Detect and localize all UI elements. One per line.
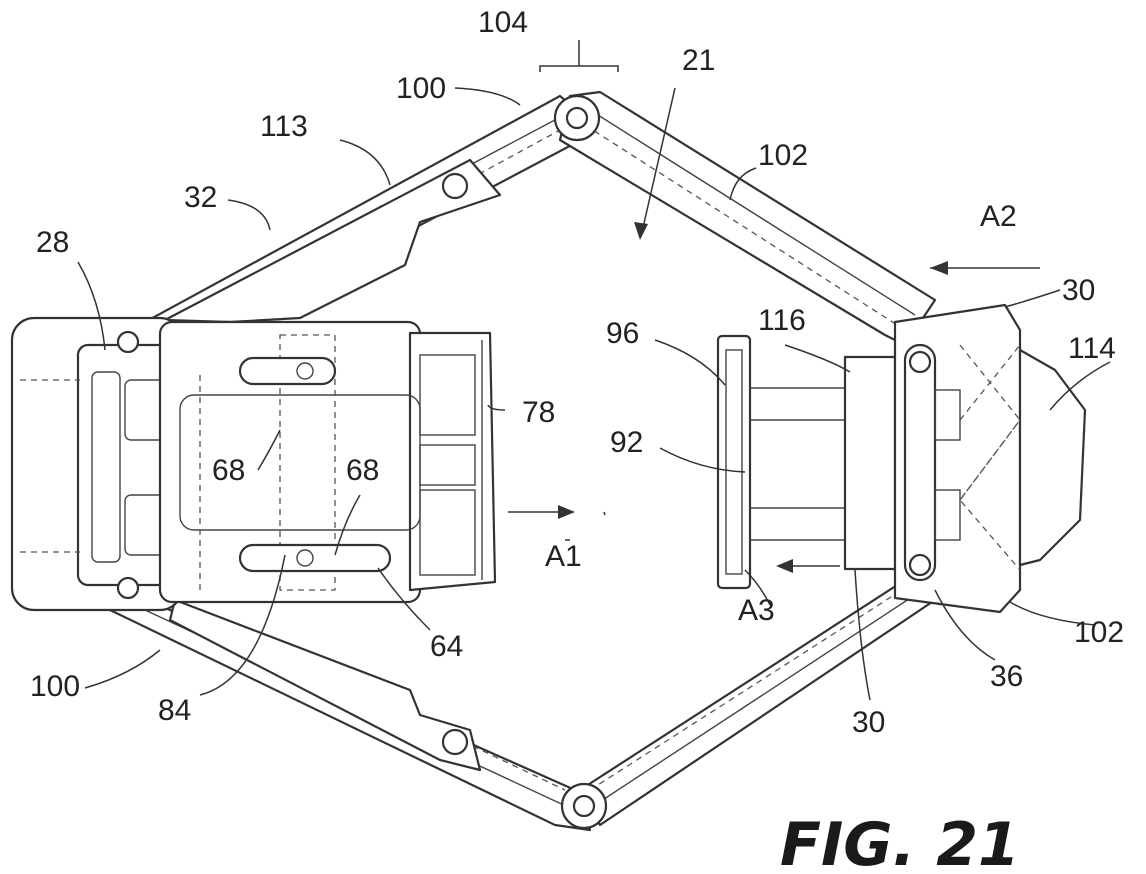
upper-left-link-arm: [125, 96, 600, 360]
label-68-right: 68: [346, 454, 379, 487]
label-114: 114: [1068, 332, 1116, 365]
upper-right-link-arm: [560, 92, 935, 345]
pad-plate: [718, 336, 850, 588]
label-92: 92: [610, 426, 643, 459]
label-113: 113: [260, 110, 308, 143]
label-102-bottom: 102: [1074, 616, 1124, 649]
label-64: 64: [430, 630, 463, 663]
label-84: 84: [158, 694, 191, 727]
label-104: 104: [478, 6, 528, 39]
label-32: 32: [184, 181, 217, 214]
label-100-top: 100: [396, 72, 446, 105]
label-100-bottom: 100: [30, 670, 80, 703]
label-28: 28: [36, 226, 69, 259]
label-102-top: 102: [758, 139, 808, 172]
label-36: 36: [990, 660, 1023, 693]
label-A1: A1: [545, 540, 582, 573]
label-21: 21: [682, 44, 715, 77]
label-96: 96: [606, 317, 639, 350]
right-housing: [845, 305, 1085, 612]
label-A3: A3: [738, 594, 775, 627]
label-116: 116: [758, 304, 806, 337]
left-clamp-body: [160, 322, 495, 602]
pivot-pins: [555, 96, 606, 828]
label-A2: A2: [980, 200, 1017, 233]
label-68-left: 68: [212, 454, 245, 487]
label-30-bottom: 30: [852, 706, 885, 739]
figure-caption: FIG. 21: [780, 810, 1020, 874]
label-30-right: 30: [1062, 274, 1095, 307]
dimension-bracket-104: [540, 40, 618, 72]
label-78: 78: [522, 396, 555, 429]
